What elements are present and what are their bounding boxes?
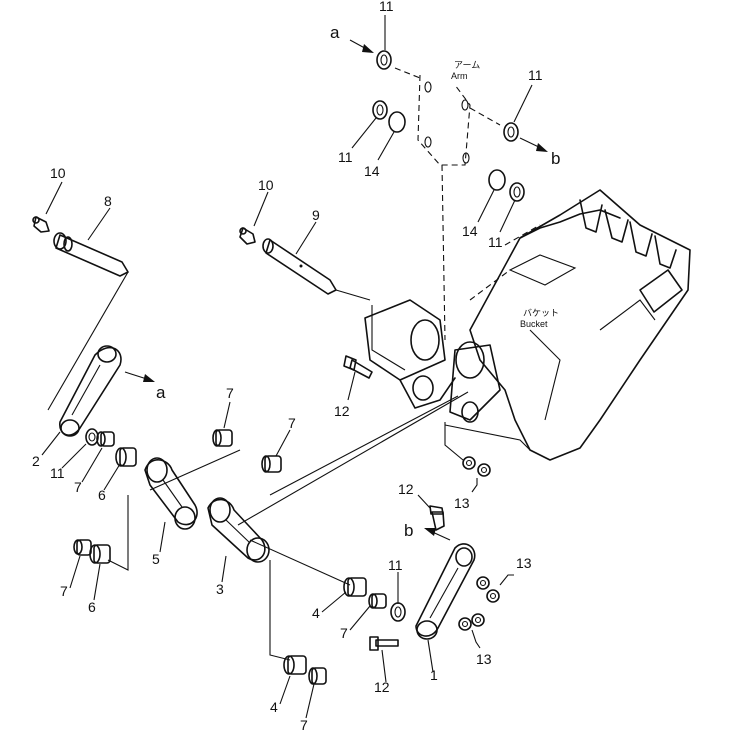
bushings-lower-left [73,539,111,564]
bucket [469,189,691,461]
grease-fitting-10-a [32,216,50,233]
callout-leaders [41,15,533,719]
bucket-brackets [364,299,531,451]
ref-arrows-top [349,39,548,152]
callout-13: 13 [454,495,470,511]
ring-14-b [488,169,506,191]
callout-11: 11 [50,465,65,481]
ref-b-top: b [551,149,560,168]
nuts-13-b [476,574,514,603]
callout-7: 7 [60,583,68,599]
callout-6: 6 [98,487,106,503]
link-3 [207,497,270,563]
nuts-13-c [458,613,485,649]
callout-13: 13 [516,555,532,571]
bolt-12-a [343,355,373,379]
callout-4: 4 [312,605,320,621]
link-2 [59,345,155,437]
callout-11: 11 [338,149,353,165]
callout-11: 11 [388,557,403,573]
washer-11-c [503,122,519,142]
callout-7: 7 [74,479,82,495]
ref-a-link: a [156,383,166,402]
callout-7: 7 [226,385,234,401]
callout-14: 14 [462,223,478,239]
callout-13: 13 [476,651,492,667]
callout-12: 12 [398,481,414,497]
callout-7: 7 [300,717,308,731]
callout-1: 1 [430,667,438,683]
callout-4: 4 [270,699,278,715]
annotations: アーム Arm バケット Bucket [451,60,559,329]
callout-8: 8 [104,193,112,209]
callout-14: 14 [364,163,380,179]
callout-3: 3 [216,581,224,597]
arm-outline [394,67,501,341]
ref-a-top: a [330,23,340,42]
callout-11: 11 [379,0,394,14]
washer-11-b [372,100,388,120]
bushings-mid [212,429,282,473]
assembly-lines [47,271,469,661]
ref-b-link: b [404,521,413,540]
callout-7: 7 [340,625,348,641]
arm-label-en: Arm [451,71,468,81]
link-5 [144,457,198,530]
callout-7: 7 [288,415,296,431]
callout-6: 6 [88,599,96,615]
bolt-12-c [369,636,399,651]
callout-11: 11 [528,67,543,83]
bucket-label-en: Bucket [520,319,548,329]
link-1 [415,528,476,640]
callout-9: 9 [312,207,320,223]
callout-labels: 11 11 11 14 14 11 8 10 10 9 12 12 12 13 … [32,0,543,731]
bushings-left [85,428,137,467]
pin-9 [262,238,337,295]
washer-11-a [376,50,392,70]
arm-label-jp: アーム [454,60,480,70]
callout-11: 11 [488,234,503,250]
washer-group-top [372,50,525,202]
bolt-12-b [429,505,445,531]
grease-fitting-10-b [239,227,256,245]
callout-12: 12 [334,403,350,419]
callout-10: 10 [258,177,274,193]
reference-letters: a b a b [156,23,560,540]
pin-8 [53,232,129,277]
bushings-bottom [283,577,406,685]
bucket-label-jp: バケット [523,308,559,318]
washer-11-d [509,182,525,202]
callout-12: 12 [374,679,390,695]
callout-2: 2 [32,453,40,469]
callout-10: 10 [50,165,66,181]
callout-5: 5 [152,551,160,567]
ring-14-a [388,111,406,133]
nuts-13-a [462,456,491,493]
